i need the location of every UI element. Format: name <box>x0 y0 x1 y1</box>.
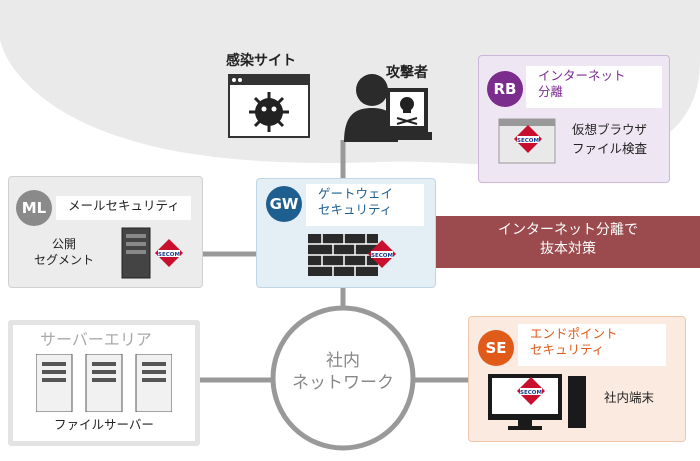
rb-title-line2: 分離 <box>538 84 564 100</box>
gw-title-line1: ゲートウェイ <box>318 186 394 201</box>
endpoint-pc-icon <box>488 374 586 430</box>
file-server-caption: ファイルサーバー <box>54 417 154 432</box>
gw-title-line2: セキュリティ <box>318 202 393 218</box>
pc-label: 社内端末 <box>604 390 655 405</box>
se-title: エンドポイント セキュリティ <box>518 324 666 366</box>
file-servers-icon <box>36 354 172 412</box>
server-unit-1 <box>36 354 73 412</box>
rb-description: 仮想ブラウザ ファイル検査 <box>572 120 647 159</box>
network-line2: ネットワーク <box>292 373 394 394</box>
se-title-line1: エンドポイント <box>530 326 618 341</box>
browser-window-icon <box>228 74 310 138</box>
server-unit-3 <box>135 354 172 412</box>
internal-network-circle <box>270 305 416 451</box>
malicious-site-label: 感染サイト <box>226 53 296 69</box>
banner-line2: 抜本対策 <box>540 240 596 257</box>
banner-line1: インターネット分離で <box>498 222 638 238</box>
virus-icon <box>249 92 289 132</box>
secom-text-4: SECOM <box>520 390 542 396</box>
secom-logo-icon: SECOM <box>368 240 396 268</box>
network-label: 社内 ネットワーク <box>273 350 413 394</box>
server-unit-2 <box>85 354 123 412</box>
rb-title-line1: インターネット <box>538 68 626 83</box>
secom-text-1: SECOM <box>517 138 539 144</box>
ml-segment-label: 公開 セグメント <box>34 236 94 268</box>
secom-logo-icon: SECOM <box>155 239 183 267</box>
attacker-label: 攻撃者 <box>386 65 428 81</box>
server-rack-icon <box>121 227 151 279</box>
gw-title: ゲートウェイ セキュリティ <box>306 184 424 226</box>
secom-logo-icon: SECOM <box>514 125 542 153</box>
secom-text-2: SECOM <box>158 252 180 258</box>
ml-segment-line1: 公開 <box>51 237 76 251</box>
isolation-banner: インターネット分離で 抜本対策 <box>436 216 700 268</box>
gw-badge: GW <box>266 186 302 222</box>
server-area-title: サーバーエリア <box>40 330 152 349</box>
rb-badge: RB <box>487 71 523 107</box>
rb-desc-line1: 仮想ブラウザ <box>572 122 648 137</box>
secom-text-3: SECOM <box>371 253 393 259</box>
skull-icon <box>396 97 418 125</box>
network-line1: 社内 <box>326 351 360 371</box>
rb-title: インターネット 分離 <box>526 66 662 108</box>
firewall-icon <box>308 234 378 276</box>
ml-segment-line2: セグメント <box>34 253 95 268</box>
rb-desc-line2: ファイル検査 <box>572 141 648 157</box>
secom-logo-icon: SECOM <box>517 377 545 405</box>
attacker-icon <box>344 74 432 142</box>
ml-title: メールセキュリティ <box>56 196 191 220</box>
ml-badge: ML <box>16 190 52 226</box>
se-badge: SE <box>478 330 514 366</box>
se-title-line2: セキュリティ <box>530 342 605 358</box>
